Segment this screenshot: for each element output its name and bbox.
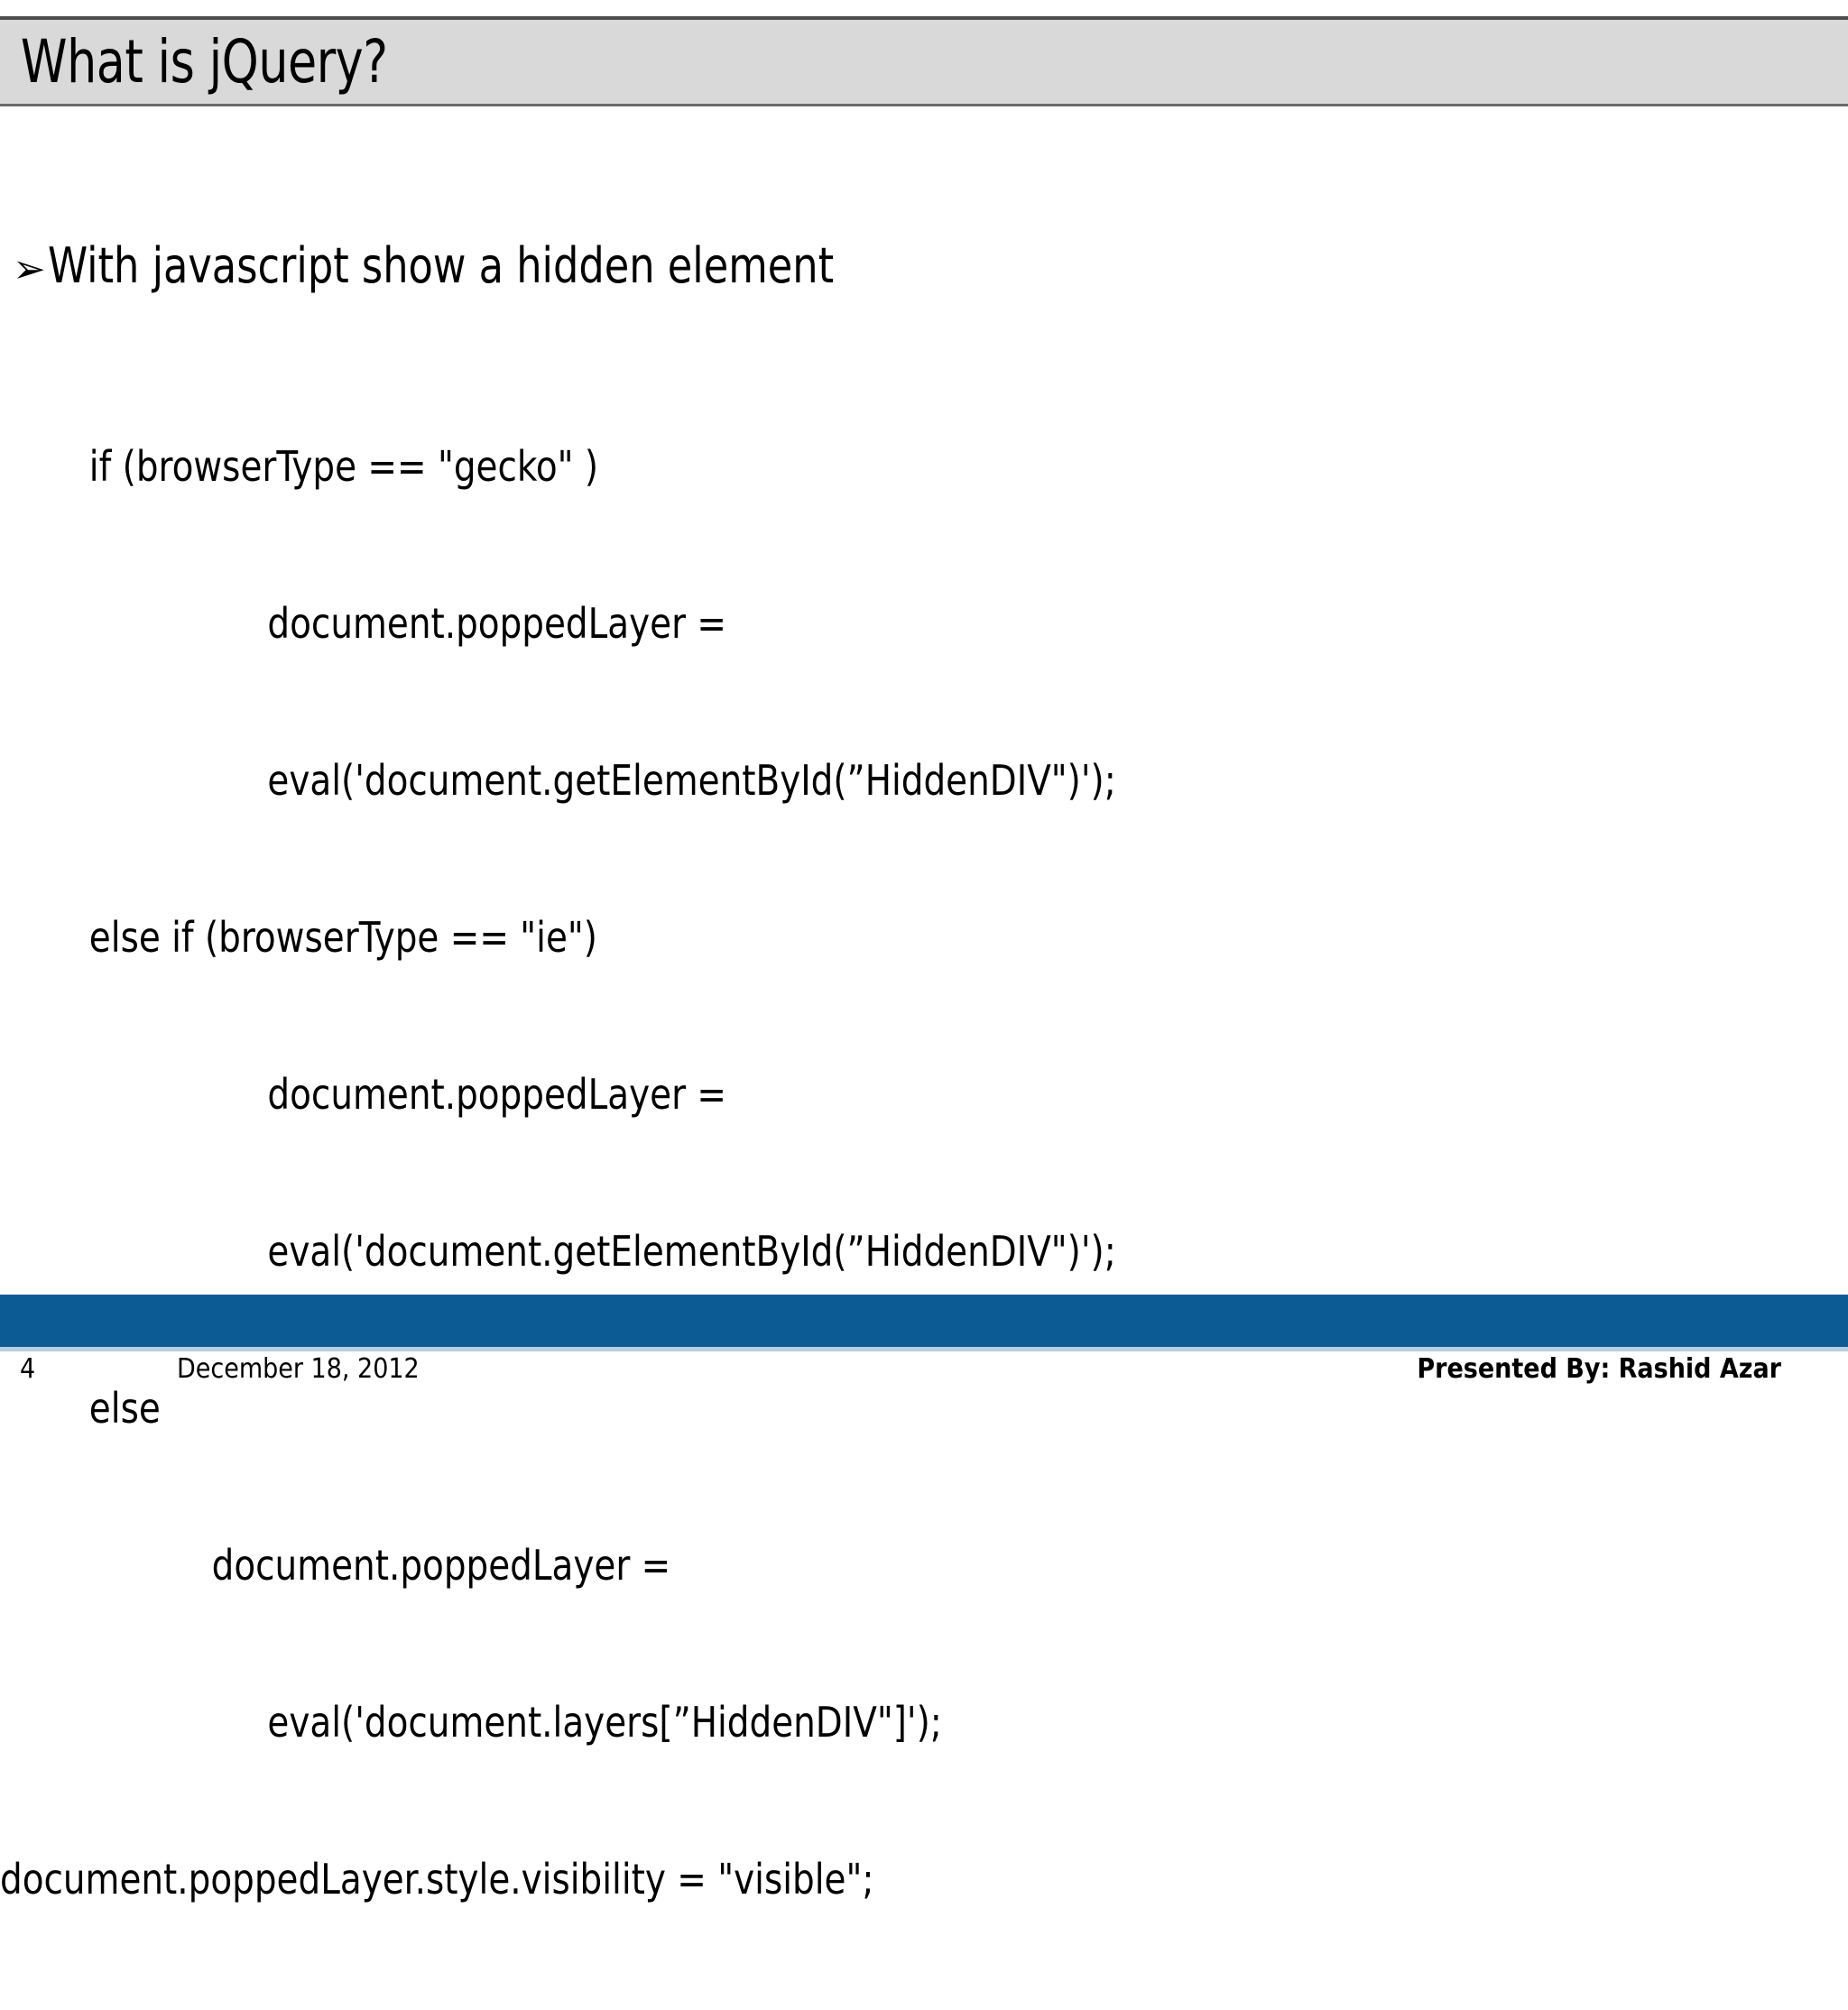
code-line: document.poppedLayer = [0,599,727,648]
code-line: document.poppedLayer.style.visibility = … [0,1855,874,1904]
code-line: else if (browserType == "ie") [0,913,597,962]
slide-page-number: 4 [20,1353,36,1385]
footer-accent-bar [0,1295,1848,1347]
code-line: document.poppedLayer = [0,1541,671,1590]
bullet-list-item: ➢ With javascript show a hidden element [0,242,1848,290]
bullet-item-label: With javascript show a hidden element [47,237,834,294]
arrowhead-bullet-icon: ➢ [13,246,46,292]
code-line: else [0,1384,161,1433]
code-block: if (browserType == "gecko" ) document.po… [0,336,1848,2010]
code-line: document.poppedLayer = [0,1070,727,1119]
footer-underline [0,1347,1848,1351]
footer: 4 December 18, 2012 Presented By: Rashid… [0,1351,1848,1386]
slide-title-banner: What is jQuery? [0,16,1848,106]
page-title: What is jQuery? [20,26,388,97]
code-line: if (browserType == "gecko" ) [0,442,599,491]
code-line: eval('document.getElementById(”HiddenDIV… [0,756,1116,805]
code-line: eval('document.getElementById(”HiddenDIV… [0,1227,1116,1276]
slide-content: ➢ With javascript show a hidden element … [0,135,1848,2010]
footer-presenter: Presented By: Rashid Azar [1417,1353,1781,1385]
code-line: eval('document.layers[”HiddenDIV"]'); [0,1698,942,1747]
footer-date: December 18, 2012 [177,1353,420,1385]
